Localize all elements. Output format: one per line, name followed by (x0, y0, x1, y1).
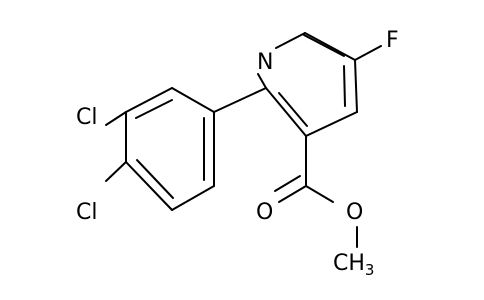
methyl-subscript: 3 (365, 261, 375, 279)
bond-c2-c3-inner (278, 92, 308, 127)
chlorine-top-label: Cl (76, 105, 97, 130)
carbonyl-oxygen-label: O (256, 200, 273, 225)
bond-ph1-ph2 (171, 87, 215, 113)
bond-c2-c3 (265, 87, 307, 137)
bond-carbonyl-o-single (305, 185, 334, 203)
bond-c5-f (354, 45, 382, 61)
bond-c3-c4 (305, 111, 358, 137)
dichlorophenyl-ring (105, 87, 267, 211)
bond-c2-phenyl (213, 87, 267, 113)
bond-ph4-ph5 (125, 161, 173, 211)
bond-ph2-ph3 (125, 87, 173, 113)
bond-ph5-ph6 (171, 185, 215, 211)
bond-carbonyl-o-double-a (278, 185, 307, 203)
bond-carbonyl-o-double-b (274, 175, 301, 192)
bond-c4-c5-inner (343, 65, 346, 107)
bond-ph4-cl (105, 161, 127, 182)
nitrogen-label: N (257, 50, 273, 75)
chlorine-bottom-label: Cl (76, 200, 97, 225)
bond-ph4-ph5-inner (136, 159, 174, 199)
bond-n-c2 (257, 73, 267, 89)
ester-group (274, 135, 358, 248)
fluorine-label: F (386, 28, 399, 53)
bond-ph3-cl (105, 111, 127, 126)
pyridine-ring (257, 32, 382, 137)
ester-oxygen-label: O (346, 200, 363, 225)
bond-c6-n (275, 32, 306, 49)
bond-c5-c6-inner (303, 34, 345, 57)
bond-c5-c6 (304, 32, 356, 61)
methyl-main-text: CH (333, 251, 365, 276)
methyl-label: CH3 (333, 251, 374, 279)
bond-c4-c5 (354, 59, 358, 113)
bond-ph2-ph3-inner (135, 99, 173, 119)
